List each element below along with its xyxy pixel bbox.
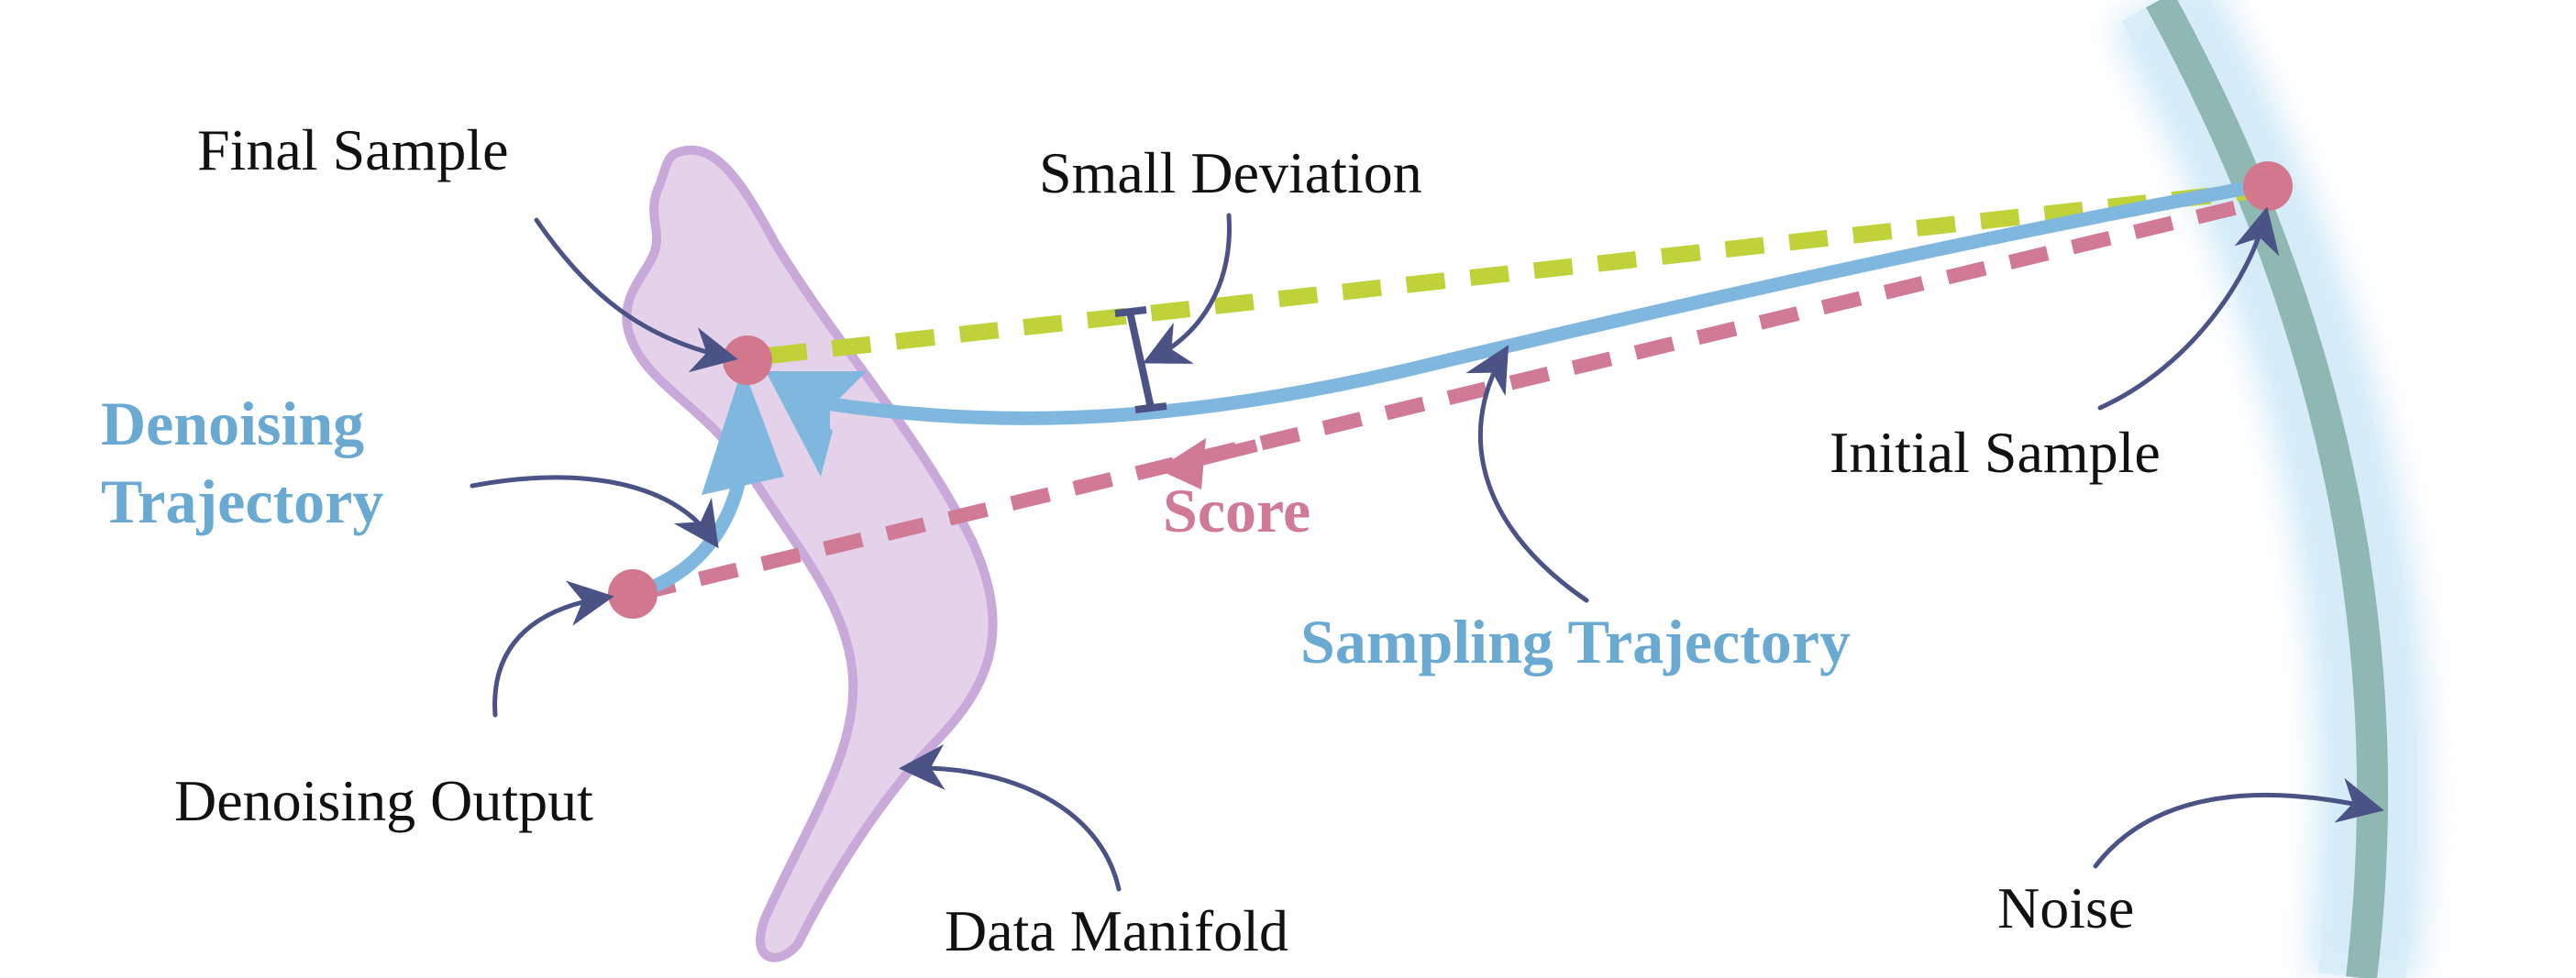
small-deviation-arrow [1143,213,1232,364]
denoising-trajectory-label-line2: Trajectory [101,467,383,536]
data-manifold-label: Data Manifold [945,898,1288,963]
noise-band [2111,0,2428,978]
final-sample-point [723,335,772,385]
score-arrow [1157,438,1258,489]
initial-sample-arrow [2097,206,2280,411]
sampling-trajectory-arrow [1465,345,1589,603]
sampling-trajectory-head [766,371,867,431]
denoising-output-label: Denoising Output [174,768,593,833]
data-manifold-arrow [899,743,1122,892]
small-deviation-label: Small Deviation [1039,140,1422,205]
initial-sample-label: Initial Sample [1830,420,2161,485]
final-sample-label: Final Sample [197,117,509,182]
sampling-trajectory-label: Sampling Trajectory [1300,607,1851,676]
noise-arrow [2093,777,2384,869]
sampling-trajectory-head-b [766,371,833,477]
score-label: Score [1163,476,1310,545]
denoising-trajectory-arrow [470,475,719,549]
small-deviation-bracket [1114,306,1167,413]
score-direction-dashed [636,194,2262,601]
initial-sample-point [2243,161,2293,211]
noise-label: Noise [1997,875,2134,940]
denoising-trajectory-head [702,367,784,495]
sampling-trajectory-curve [818,179,2265,425]
straight-path-dashed [768,182,2257,364]
denoising-output-point [608,569,658,619]
data-manifold-shape [622,145,998,962]
denoising-output-arrow [492,580,614,718]
final-sample-arrow [534,217,738,373]
denoising-trajectory-label-line1: Denoising [101,389,364,458]
